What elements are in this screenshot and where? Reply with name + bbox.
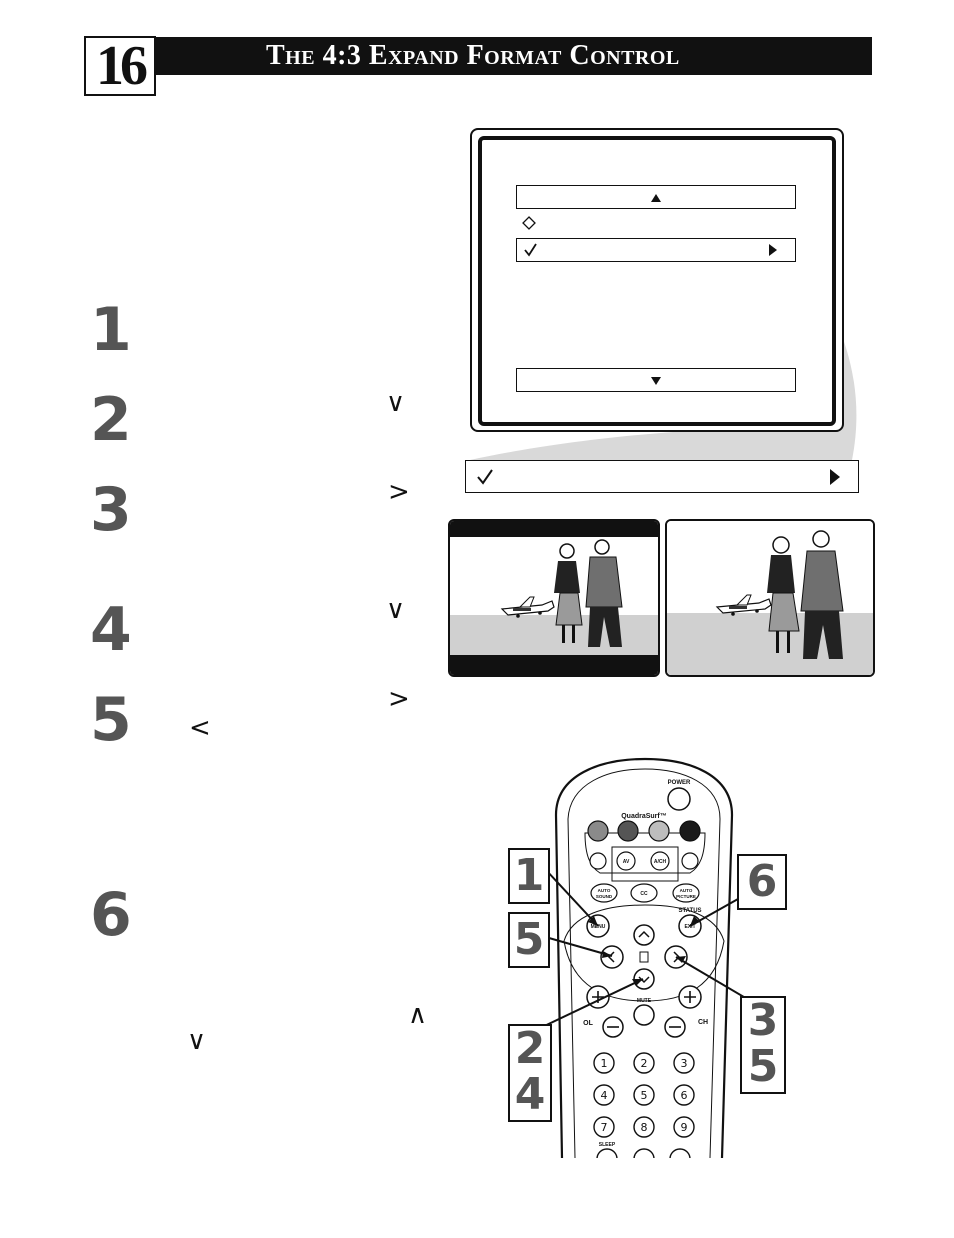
cursor-left-button[interactable] xyxy=(600,945,624,969)
mute-button[interactable] xyxy=(633,1004,655,1026)
menu-item-icons xyxy=(524,243,777,257)
down-cursor-icon: ∨ xyxy=(386,595,406,625)
up-arrow-icon xyxy=(638,930,650,938)
volume-label: OL xyxy=(583,1020,593,1027)
auto-sound-label-1: AUTO xyxy=(598,888,611,893)
digit-7: 7 xyxy=(601,1121,608,1134)
right-cursor-icon: > xyxy=(388,684,410,714)
step-number-5: 5 xyxy=(90,685,132,755)
sleep-label: SLEEP xyxy=(599,1142,616,1148)
exit-label: EXIT xyxy=(684,924,695,930)
digit-2: 2 xyxy=(641,1057,648,1070)
left-cursor-icon: < xyxy=(189,713,211,743)
channel-label: CH xyxy=(698,1019,708,1026)
menu-selected-item[interactable] xyxy=(516,238,796,262)
callout-3: 3 xyxy=(747,995,779,1046)
menu-label: MENU xyxy=(591,924,606,930)
quadrasurf-button-4[interactable] xyxy=(679,820,701,842)
callout-5: 5 xyxy=(508,912,550,968)
right-arrow-icon xyxy=(830,469,840,485)
expanded-picture xyxy=(665,519,875,677)
down-arrow-icon xyxy=(651,377,661,385)
av-button[interactable] xyxy=(616,851,636,871)
digit-9: 9 xyxy=(681,1121,688,1134)
step-number-1: 1 xyxy=(90,295,132,365)
diamond-icon xyxy=(522,216,536,230)
quadrasurf-label: QuadraSurf™ xyxy=(621,813,667,820)
up-arrow-icon xyxy=(651,194,661,202)
quadrasurf-button-3[interactable] xyxy=(648,820,670,842)
smiley-button[interactable] xyxy=(589,852,607,870)
expanded-selection-bar[interactable] xyxy=(465,460,859,493)
step-number-4: 4 xyxy=(90,595,132,665)
letterbox-picture xyxy=(448,519,660,677)
page-title: The 4:3 Expand Format Control xyxy=(266,40,680,71)
quadrasurf-button-2[interactable] xyxy=(617,820,639,842)
callout-5b: 5 xyxy=(747,1041,779,1092)
callout-1: 1 xyxy=(508,848,550,904)
status-label: STATUS xyxy=(678,908,701,914)
digit-8: 8 xyxy=(641,1121,648,1134)
ach-button[interactable] xyxy=(650,851,670,871)
auto-picture-label-1: AUTO xyxy=(680,888,693,893)
page-number: 16 xyxy=(84,36,156,96)
cc-button[interactable] xyxy=(630,883,658,903)
auto-picture-label-2: PICTURE xyxy=(676,894,696,899)
digit-buttons[interactable] xyxy=(593,1052,695,1160)
mute-label: MUTE xyxy=(637,998,652,1004)
digit-1: 1 xyxy=(601,1057,608,1070)
ach-label: A/CH xyxy=(654,859,667,865)
digit-5: 5 xyxy=(641,1089,648,1102)
callout-3-5: 3 5 xyxy=(740,996,786,1094)
step-number-6: 6 xyxy=(90,880,132,950)
step-number-3: 3 xyxy=(90,475,132,545)
step-number-2: 2 xyxy=(90,385,132,455)
auto-picture-button[interactable] xyxy=(672,883,700,903)
down-cursor-icon: ∨ xyxy=(187,1026,207,1056)
menu-scroll-down-bar[interactable] xyxy=(516,368,796,392)
up-cursor-icon: ∧ xyxy=(408,1000,428,1030)
cursor-up-button[interactable] xyxy=(633,924,655,946)
couple-airplane-image xyxy=(667,521,873,675)
right-cursor-icon: > xyxy=(388,477,410,507)
power-label: POWER xyxy=(668,780,691,786)
checkmark-icon xyxy=(477,469,493,485)
power-button[interactable] xyxy=(667,787,691,811)
couple-airplane-image xyxy=(450,521,658,675)
down-cursor-icon: ∨ xyxy=(386,388,406,418)
callout-4: 4 xyxy=(514,1069,546,1120)
callout-2: 2 xyxy=(514,1023,546,1074)
remote-control: POWER QuadraSurf™ AV A/CH AUTO SOUND CC … xyxy=(554,757,734,1160)
callout-6: 6 xyxy=(737,854,787,910)
down-arrow-icon xyxy=(638,976,650,984)
av-label: AV xyxy=(623,859,630,865)
quadrasurf-button-1[interactable] xyxy=(587,820,609,842)
frown-button[interactable] xyxy=(681,852,699,870)
digit-3: 3 xyxy=(681,1057,688,1070)
digit-4: 4 xyxy=(601,1089,608,1102)
cc-label: CC xyxy=(640,891,648,897)
page-bottom-mask xyxy=(480,1158,780,1238)
left-arrow-icon xyxy=(607,951,615,963)
auto-sound-label-2: SOUND xyxy=(596,894,613,899)
digit-6: 6 xyxy=(681,1089,688,1102)
right-arrow-icon xyxy=(769,244,777,256)
checkmark-icon xyxy=(524,243,537,257)
title-bar xyxy=(154,37,872,75)
auto-sound-button[interactable] xyxy=(590,883,618,903)
callout-2-4: 2 4 xyxy=(508,1024,552,1122)
menu-scroll-up-bar[interactable] xyxy=(516,185,796,209)
selection-bar-icons xyxy=(477,469,840,485)
